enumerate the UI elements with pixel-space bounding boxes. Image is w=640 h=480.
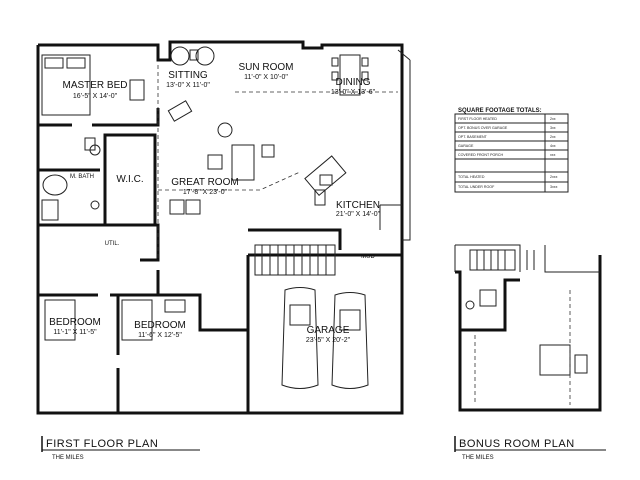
mud-label: MUD — [361, 254, 375, 260]
dining-label: DINING — [336, 77, 371, 88]
square-footage-table: SQUARE FOOTAGE TOTALS: FIRST FLOOR HEATE… — [454, 108, 569, 193]
garage-walls — [246, 255, 404, 415]
square-footage-title: SQUARE FOOTAGE TOTALS: — [458, 108, 542, 114]
bonus-roof-dashes — [474, 290, 571, 405]
sq-row-value: 2xx — [550, 117, 556, 121]
master-bed-dim: 16'-5" X 14'-0" — [73, 93, 118, 100]
bedroom-top-wall — [38, 270, 160, 297]
sq-row-label: COVERED FRONT PORCH — [458, 153, 503, 157]
bonus-stairs — [469, 249, 535, 271]
bedroom-1-label: BEDROOM — [49, 317, 101, 328]
great-room-dim: 17'-8" X 23'-0" — [183, 189, 228, 196]
kitchen-cabinets — [379, 204, 402, 230]
sq-row-label: OPT. BONUS OVER GARAGE — [458, 126, 508, 130]
master-bed-furniture — [41, 54, 145, 116]
sitting-label: SITTING — [168, 70, 208, 81]
bedroom-2-dim: 11'-6" X 12'-5" — [138, 332, 182, 339]
bonus-tub — [479, 289, 497, 307]
exterior-wall-north — [38, 40, 404, 290]
sq-row-value: xxx — [550, 153, 556, 157]
exterior-wall-west — [36, 45, 250, 415]
sq-row-label: TOTAL UNDER ROOF — [458, 185, 495, 189]
sitting-chairs — [170, 46, 215, 66]
first-floor-subtitle: THE MILES — [52, 455, 84, 461]
bonus-outer-wall — [455, 255, 602, 412]
sq-row-value: 3xxx — [550, 185, 558, 189]
sitting-dim: 13'-0" X 11'-0" — [166, 82, 210, 89]
side-porch-outline — [402, 60, 411, 241]
ceiling-dashes — [157, 65, 301, 260]
dining-dim: 13'-0" X 13'-6" — [331, 89, 376, 96]
kitchen-dim: 21'-0" X 14'-0" — [336, 211, 381, 218]
bonus-room-plan — [454, 244, 602, 412]
first-floor-plan: MASTER BED 16'-5" X 14'-0" SITTING 13'-0… — [36, 40, 411, 415]
m-bath-label: M. BATH — [70, 174, 94, 180]
bonus-bath-wall — [460, 278, 520, 332]
sun-room-label: SUN ROOM — [239, 62, 294, 73]
util-label: UTIL. — [105, 241, 120, 247]
great-room-furniture — [167, 100, 275, 215]
bonus-dresser — [574, 354, 588, 374]
master-bed-label: MASTER BED — [62, 80, 127, 91]
dining-table — [331, 54, 369, 96]
bedroom-1-dim: 11'-1" X 11'-5" — [53, 329, 97, 336]
bedroom-2-label: BEDROOM — [134, 320, 186, 331]
hall-wall — [158, 293, 248, 332]
porch-corner — [397, 49, 411, 61]
great-room-label: GREAT ROOM — [171, 177, 238, 188]
kitchen-island — [304, 155, 347, 206]
sq-row-value: 3xx — [550, 126, 556, 130]
bonus-toilet — [465, 300, 475, 310]
stairs — [254, 244, 336, 276]
sun-room-dim: 11'-0" X 10'-0" — [244, 74, 288, 81]
sq-row-label: OPT. BASEMENT — [458, 135, 488, 139]
first-floor-title: FIRST FLOOR PLAN — [46, 438, 158, 450]
kitchen-pantry-wall — [248, 228, 342, 250]
wic-label: W.I.C. — [116, 174, 143, 185]
bedroom-furniture — [44, 299, 186, 341]
sq-row-label: TOTAL HEATED — [458, 175, 485, 179]
sq-row-value: 2xx — [550, 135, 556, 139]
bath-fixtures — [41, 137, 101, 221]
bonus-bed — [539, 344, 571, 376]
garage-dim: 23'-5" X 20'-2" — [306, 337, 351, 344]
plan-titles: FIRST FLOOR PLAN THE MILES BONUS ROOM PL… — [41, 436, 606, 461]
bonus-stair-walls — [454, 244, 600, 273]
sq-row-label: GARAGE — [458, 144, 474, 148]
bonus-room-title: BONUS ROOM PLAN — [459, 438, 575, 450]
kitchen-label: KITCHEN — [336, 200, 380, 211]
util-walls — [38, 223, 160, 262]
sq-row-label: FIRST FLOOR HEATED — [458, 117, 497, 121]
master-bed-wall — [38, 108, 160, 127]
garage-label: GARAGE — [307, 325, 350, 336]
sq-row-value: 4xx — [550, 144, 556, 148]
sq-row-value: 2xxx — [550, 175, 558, 179]
garage-cars — [281, 287, 369, 389]
bonus-room-subtitle: THE MILES — [462, 455, 494, 461]
